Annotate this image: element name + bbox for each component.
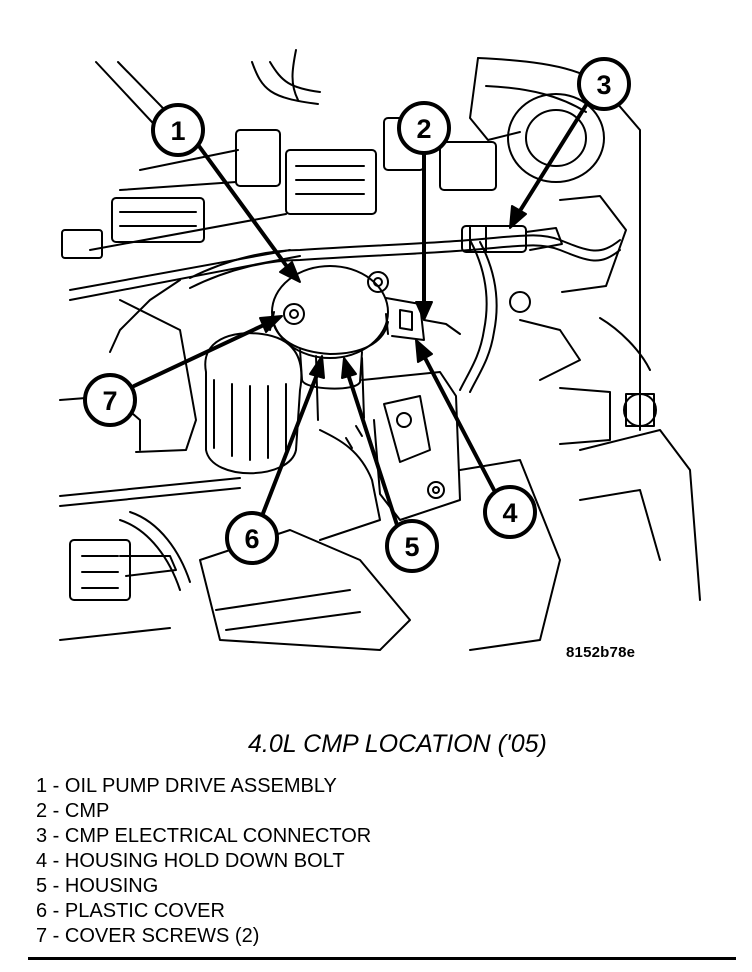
legend-item: 7 - COVER SCREWS (2) <box>36 924 371 949</box>
legend-number: 5 <box>36 875 48 897</box>
legend-number: 1 <box>36 775 48 797</box>
callout-5-label: 5 <box>404 532 419 562</box>
callout-3: 3 <box>577 57 631 111</box>
legend-separator: - <box>47 775 65 797</box>
callout-4: 4 <box>483 485 537 539</box>
legend-item: 1 - OIL PUMP DRIVE ASSEMBLY <box>36 774 371 799</box>
callout-3-label: 3 <box>596 70 611 100</box>
legend-item: 5 - HOUSING <box>36 874 371 899</box>
callout-6: 6 <box>225 511 279 565</box>
legend-label: PLASTIC COVER <box>64 900 225 922</box>
legend-item: 4 - HOUSING HOLD DOWN BOLT <box>36 849 371 874</box>
callout-6-label: 6 <box>244 524 259 554</box>
callout-1-label: 1 <box>170 116 185 146</box>
legend-label: HOUSING <box>64 875 159 897</box>
legend-separator: - <box>47 925 65 947</box>
legend-number: 4 <box>36 850 48 872</box>
legend-label: OIL PUMP DRIVE ASSEMBLY <box>64 775 337 797</box>
figure-id: 8152b78e <box>566 644 636 661</box>
legend-item: 2 - CMP <box>36 799 371 824</box>
legend-separator: - <box>47 800 65 822</box>
callout-7: 7 <box>83 373 137 427</box>
legend-number: 7 <box>36 925 48 947</box>
callout-2: 2 <box>397 101 451 155</box>
engine-diagram: 1 2 3 4 5 6 7 <box>59 49 701 651</box>
legend-number: 6 <box>36 900 48 922</box>
legend-separator: - <box>47 875 65 897</box>
legend-label: CMP <box>64 800 110 822</box>
callout-5: 5 <box>385 519 439 573</box>
legend-number: 2 <box>36 800 48 822</box>
figure-caption: 4.0L CMP LOCATION ('05) <box>248 730 547 758</box>
legend-separator: - <box>47 825 65 847</box>
legend-separator: - <box>47 850 65 872</box>
leader-lines <box>132 100 590 530</box>
legend-item: 6 - PLASTIC COVER <box>36 899 371 924</box>
legend-label: HOUSING HOLD DOWN BOLT <box>64 850 345 872</box>
legend-label: CMP ELECTRICAL CONNECTOR <box>64 825 372 847</box>
legend-label: COVER SCREWS (2) <box>64 925 260 947</box>
callout-1: 1 <box>151 103 205 157</box>
callout-2-label: 2 <box>416 114 431 144</box>
bottom-rule <box>28 957 736 960</box>
legend-item: 3 - CMP ELECTRICAL CONNECTOR <box>36 824 371 849</box>
callout-4-label: 4 <box>502 498 517 528</box>
legend-separator: - <box>47 900 65 922</box>
engine-line-art <box>59 49 701 651</box>
legend-list: 1 - OIL PUMP DRIVE ASSEMBLY 2 - CMP 3 - … <box>36 774 371 949</box>
callout-7-label: 7 <box>102 386 117 416</box>
legend-number: 3 <box>36 825 48 847</box>
